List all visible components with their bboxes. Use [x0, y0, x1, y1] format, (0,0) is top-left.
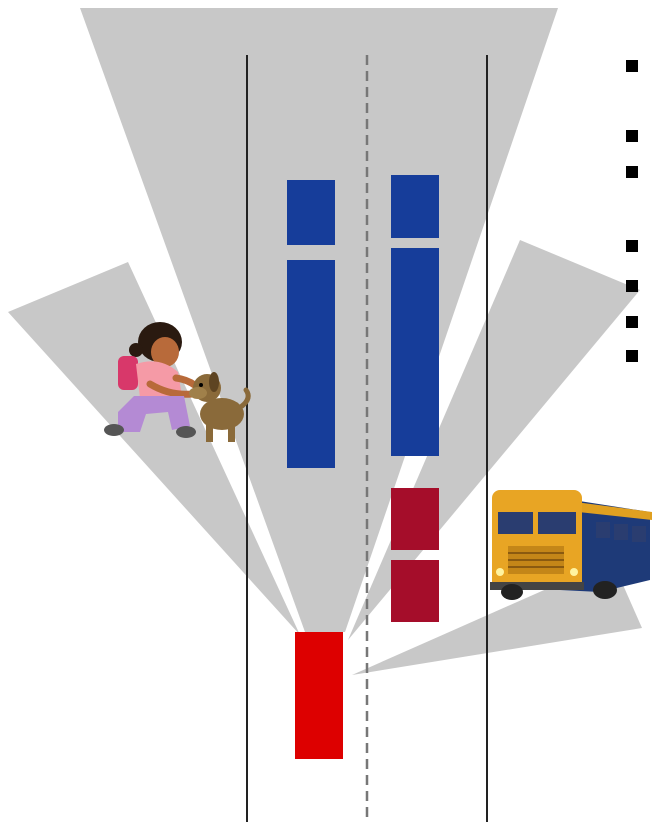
legend-bullet-7 [626, 350, 638, 362]
maroon-vehicle-upper [391, 488, 439, 550]
maroon-vehicle-lower [391, 560, 439, 622]
blue-vehicle-right-small [391, 175, 439, 238]
school-bus-icon [490, 490, 652, 600]
legend-bullet-1 [626, 60, 638, 72]
blue-vehicle-right-long [391, 248, 439, 456]
legend-bullet-2 [626, 130, 638, 142]
blue-vehicle-left-long [287, 260, 335, 468]
blue-vehicle-left-small [287, 180, 335, 245]
legend-bullet-6 [626, 316, 638, 328]
legend-bullet-5 [626, 280, 638, 292]
legend-bullet-4 [626, 240, 638, 252]
legend-bullets [626, 60, 638, 362]
legend-bullet-3 [626, 166, 638, 178]
ego-vehicle [295, 632, 343, 759]
